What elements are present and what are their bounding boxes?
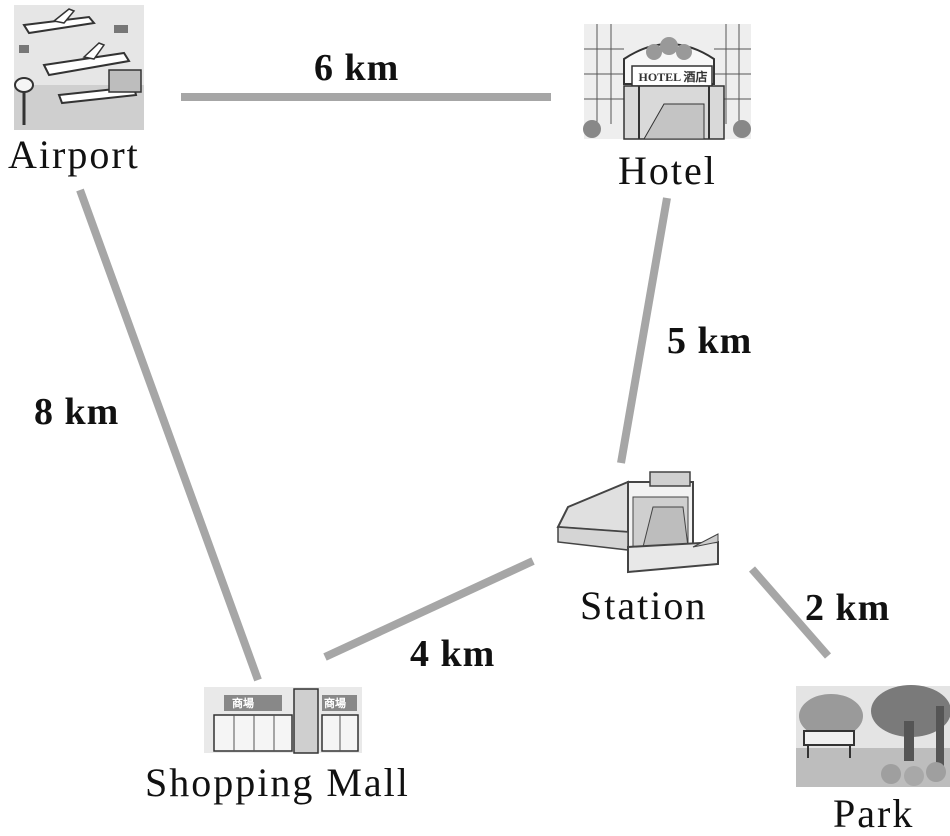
airport-picture: [14, 5, 144, 130]
mall-sign-left: 商場: [232, 695, 254, 711]
distance-station-park: 2 km: [805, 589, 890, 627]
hotel-sign: HOTEL 酒店: [633, 68, 713, 85]
place-label-hotel: Hotel: [618, 151, 717, 191]
distance-airport-mall: 8 km: [34, 393, 119, 431]
place-label-shopping-mall: Shopping Mall: [145, 763, 410, 803]
place-label-station: Station: [580, 586, 707, 626]
distance-airport-hotel: 6 km: [314, 49, 399, 87]
distance-hotel-station: 5 km: [667, 322, 752, 360]
place-label-park: Park: [833, 794, 914, 834]
place-label-airport: Airport: [8, 135, 140, 175]
road-airport-mall: [80, 190, 258, 680]
station-picture: [558, 472, 718, 572]
mall-sign-right: 商場: [324, 695, 346, 711]
distance-station-mall: 4 km: [410, 635, 495, 673]
park-picture: [796, 685, 950, 787]
road-hotel-station: [621, 198, 667, 463]
